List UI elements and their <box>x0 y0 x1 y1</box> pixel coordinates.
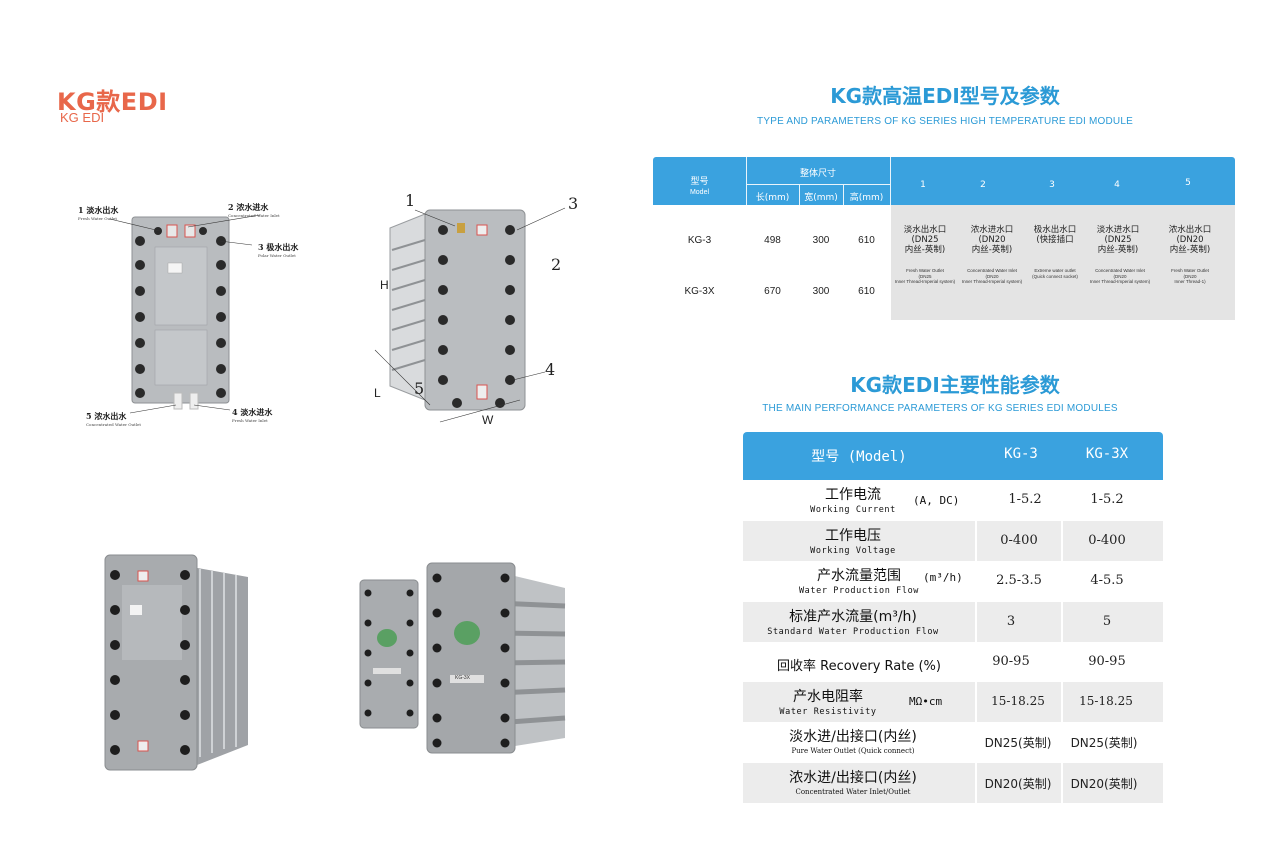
height-cell: 610 <box>858 286 875 297</box>
product-photo-pair: KG-3X <box>355 558 570 758</box>
value-kg3: 3 <box>1006 614 1016 629</box>
value-kg3: DN25(英制) <box>984 736 1052 750</box>
side-callout-5: 5 <box>414 379 425 398</box>
width-cell: 300 <box>812 235 830 246</box>
table-row: 回收率 Recovery Rate (%) 90-95 90-95 <box>743 642 1163 682</box>
header-height: 高(mm) <box>849 193 884 203</box>
value-kg3x: DN25(英制) <box>1070 736 1138 750</box>
model-cell: KG-3 <box>687 235 712 246</box>
side-callout-4: 4 <box>545 360 556 379</box>
value-kg3: 2.5-3.5 <box>996 573 1042 588</box>
param-unit: (A, DC) <box>913 494 960 507</box>
length-cell: 498 <box>764 235 781 246</box>
side-callout-3: 3 <box>568 194 579 213</box>
side-view-drawing <box>374 207 566 423</box>
unit-label: KG-3X <box>455 675 471 681</box>
model-cell: KG-3X <box>684 286 715 297</box>
dimension-w: W <box>482 413 494 427</box>
value-kg3: 15-18.25 <box>991 694 1045 708</box>
header-param: 型号 (Model) <box>811 449 907 465</box>
value-kg3x: 15-18.25 <box>1079 694 1133 708</box>
value-kg3x: 0-400 <box>1088 533 1126 548</box>
header-port-2: 2 <box>980 180 986 190</box>
value-kg3x: 5 <box>1102 614 1112 629</box>
value-kg3x: DN20(英制) <box>1070 777 1138 791</box>
table-row: 淡水进/出接口(内丝)Pure Water Outlet (Quick conn… <box>743 722 1163 762</box>
header-port-5: 5 <box>1185 178 1191 188</box>
header-length: 长(mm) <box>755 193 790 203</box>
value-kg3x: 4-5.5 <box>1090 573 1124 588</box>
param-name: 标准产水流量(m³/h)Standard Water Production Fl… <box>767 609 939 637</box>
page-subtitle: KG EDI <box>60 110 105 125</box>
front-view-drawing <box>109 214 261 414</box>
dimension-h: H <box>380 278 389 292</box>
perf-section-subtitle: THE MAIN PERFORMANCE PARAMETERS OF KG SE… <box>762 403 1118 414</box>
page-title: KG款EDI <box>57 88 168 116</box>
param-unit: MΩ•cm <box>909 695 943 708</box>
width-cell: 300 <box>812 286 830 297</box>
value-kg3: 90-95 <box>992 654 1030 669</box>
dimension-l: L <box>374 386 381 400</box>
header-port-3: 3 <box>1049 180 1055 190</box>
type-section-subtitle: TYPE AND PARAMETERS OF KG SERIES HIGH TE… <box>757 116 1133 127</box>
product-photo-kg3 <box>100 545 250 777</box>
pair-photo-drawing <box>359 562 566 754</box>
type-section-title: KG款高温EDI型号及参数 <box>830 84 1060 108</box>
side-view-diagram: 1 2 3 4 5 H L W <box>365 190 595 435</box>
table-row: 浓水进/出接口(内丝)Concentrated Water Inlet/Outl… <box>743 763 1163 803</box>
port-3-desc-en: Extreme water outlet(Quick connect socke… <box>1032 268 1078 279</box>
value-kg3x: 90-95 <box>1088 654 1126 669</box>
ports-panel <box>891 205 1235 320</box>
param-name: 回收率 Recovery Rate (%) <box>777 659 941 674</box>
header-kg3: KG-3 <box>1004 446 1038 462</box>
value-kg3x: 1-5.2 <box>1090 492 1124 507</box>
length-cell: 670 <box>764 286 781 297</box>
perf-table-header: 型号 (Model) KG-3 KG-3X <box>743 432 1163 480</box>
header-kg3x: KG-3X <box>1085 446 1129 462</box>
value-kg3: 0-400 <box>1000 533 1038 548</box>
kg3-photo-drawing <box>104 554 248 771</box>
perf-section-title: KG款EDI主要性能参数 <box>850 373 1060 397</box>
header-port-4: 4 <box>1114 180 1120 190</box>
param-name: 浓水进/出接口(内丝)Concentrated Water Inlet/Outl… <box>789 770 917 796</box>
header-port-1: 1 <box>920 180 926 190</box>
table-row: 标准产水流量(m³/h)Standard Water Production Fl… <box>743 602 1163 642</box>
side-callout-2: 2 <box>551 255 562 274</box>
side-callout-1: 1 <box>405 191 416 210</box>
value-kg3: 1-5.2 <box>1008 492 1042 507</box>
param-name: 淡水进/出接口(内丝)Pure Water Outlet (Quick conn… <box>789 729 917 755</box>
param-unit: (m³/h) <box>923 571 963 584</box>
port-3-desc: 极水出水口(快接插口 <box>1033 225 1077 245</box>
header-width: 宽(mm) <box>804 193 838 203</box>
value-kg3: DN20(英制) <box>984 777 1052 791</box>
header-overall-size: 整体尺寸 <box>799 169 836 179</box>
height-cell: 610 <box>858 235 875 246</box>
